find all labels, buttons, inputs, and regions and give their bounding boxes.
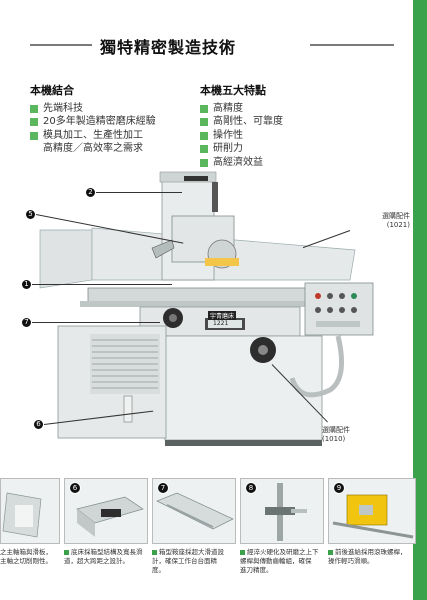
thumbnail-ballscrew: 9 xyxy=(328,478,416,544)
caption-ballscrew: 前後進給採用滾珠螺桿， 操作輕巧滑順。 xyxy=(328,548,407,565)
caption-screw: 經淬火硬化及研磨之上下 螺桿與傳動齒輪組，確保 進刀精度。 xyxy=(240,548,319,574)
green-square-icon xyxy=(200,158,208,167)
thumbnail-screw: 8 xyxy=(240,478,324,544)
callout-6: 6 xyxy=(34,420,43,429)
features-section: 本機五大特點 高精度 高剛性、可靠度 操作性 研削力 高經濟效益 xyxy=(200,84,370,169)
green-side-bar xyxy=(413,0,427,600)
structure-heading: 本機結合 xyxy=(30,84,74,97)
green-marker-icon xyxy=(64,549,69,555)
thumbnail-number: 6 xyxy=(69,482,81,494)
page-title: 獨特精密製造技術 xyxy=(100,38,237,57)
list-item: 20多年製造精密磨床經驗 xyxy=(30,115,190,129)
grinding-machine-illustration: 2 5 1 7 6 選購配件 (1021) 選購配件 (1010) 宇青磨床 1… xyxy=(0,168,420,468)
machine-drawing xyxy=(39,171,374,446)
list-item: 先端科技 xyxy=(30,102,190,116)
bed-detail-picture xyxy=(76,496,144,537)
green-square-icon xyxy=(200,131,208,140)
green-square-icon xyxy=(200,145,208,153)
optional-accessory-1010-note: 選購配件 (1010) xyxy=(322,426,350,443)
green-marker-icon xyxy=(328,549,333,555)
saddle-detail-picture xyxy=(156,492,234,530)
ballscrew-detail-picture xyxy=(332,494,414,539)
list-item: 高剛性、可靠度 xyxy=(200,115,370,129)
structure-list: 先端科技 20多年製造精密磨床經驗 模具加工、生產性加工 高精度／高效率之需求 xyxy=(30,102,190,156)
screw-detail-picture xyxy=(265,483,307,541)
list-item: 操作性 xyxy=(200,129,370,143)
callout-leader xyxy=(32,322,160,323)
model-number: 1221 xyxy=(213,320,229,327)
callout-leader xyxy=(96,192,182,193)
caption-bed: 底床採箱型結構及寬長滑 道，超大跨距之設計。 xyxy=(64,548,143,565)
structure-section: 本機結合 先端科技 20多年製造精密磨床經驗 模具加工、生產性加工 高精度／高效… xyxy=(30,84,190,156)
title-rule-left xyxy=(30,44,92,46)
callout-5: 5 xyxy=(26,210,35,219)
green-square-icon xyxy=(30,118,38,126)
title-band: 獨特精密製造技術 xyxy=(20,34,402,57)
features-list: 高精度 高剛性、可靠度 操作性 研削力 高經濟效益 xyxy=(200,102,370,170)
green-square-icon xyxy=(200,118,208,126)
thumbnail-spindle xyxy=(0,478,60,544)
list-item: 高經濟效益 xyxy=(200,156,370,170)
green-square-icon xyxy=(30,104,38,113)
list-item: 高精度 xyxy=(200,102,370,116)
callout-2: 2 xyxy=(86,188,95,197)
thumbnail-saddle: 7 xyxy=(152,478,236,544)
optional-accessory-1021-note: 選購配件 (1021) xyxy=(382,212,410,229)
callout-1: 1 xyxy=(22,280,31,289)
caption-saddle: 箱型鞍座採超大滑道設 計，確保工作台台面精 度。 xyxy=(152,548,224,574)
callout-7: 7 xyxy=(22,318,31,327)
nameplate: 宇青磨床 xyxy=(208,311,237,320)
features-heading: 本機五大特點 xyxy=(200,84,266,97)
thumbnail-number: 9 xyxy=(333,482,345,494)
list-item: 模具加工、生產性加工 xyxy=(30,129,190,143)
thumbnail-number: 8 xyxy=(245,482,257,494)
list-item: 研削力 xyxy=(200,142,370,156)
caption-spindle: 之主軸箱與滑板， 主軸之切削剛性。 xyxy=(0,548,52,565)
green-marker-icon xyxy=(152,549,157,555)
green-marker-icon xyxy=(240,549,245,555)
green-square-icon xyxy=(30,131,38,140)
thumbnail-bed: 6 xyxy=(64,478,148,544)
spindle-detail-picture xyxy=(2,492,42,538)
title-rule-right xyxy=(310,44,394,46)
detail-thumbnails: 6 7 8 9 之主軸箱與滑板， 主軸之切削剛性。 底床採箱型結構及寬長滑 道，… xyxy=(0,478,420,600)
thumbnail-number: 7 xyxy=(157,482,169,494)
callout-leader xyxy=(32,284,172,285)
green-square-icon xyxy=(200,104,208,113)
list-item-continuation: 高精度／高效率之需求 xyxy=(43,143,143,154)
